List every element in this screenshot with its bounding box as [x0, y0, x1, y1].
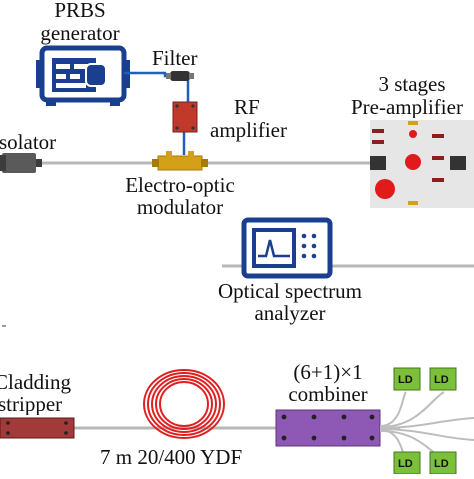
combiner-line2: combiner	[288, 382, 368, 406]
ld-bottom-right-icon: LD	[429, 451, 457, 475]
electro-optic-modulator-label: Electro-optic modulator	[110, 175, 250, 218]
cladding-stripper-icon	[0, 417, 75, 439]
rf-amplifier-icon	[172, 101, 198, 133]
osa-line1: Optical spectrum	[217, 279, 363, 303]
preamplifier-box	[370, 120, 474, 208]
isolator-label: Isolator	[0, 132, 57, 153]
osa-label: Optical spectrum analyzer	[195, 281, 385, 324]
pump-fibers	[379, 391, 474, 461]
eom-line2: modulator	[136, 195, 224, 219]
ld-top-right-icon: LD	[429, 367, 457, 391]
osa-line2: analyzer	[254, 301, 326, 325]
prbs-line1: PRBS	[54, 0, 106, 22]
ld-label: LD	[434, 458, 449, 470]
prbs-to-filter-cable	[124, 71, 170, 78]
prbs-generator-icon	[36, 45, 130, 106]
stripper-line1: Cladding	[0, 372, 71, 394]
isolator-icon	[0, 153, 42, 173]
combiner-icon	[275, 409, 381, 447]
ld-label: LD	[398, 374, 413, 386]
ld-label: LD	[434, 374, 449, 386]
optical-spectrum-analyzer-icon	[241, 217, 333, 279]
ydf-coil-icon	[143, 369, 225, 439]
combiner-label: (6+1)×1 combiner	[270, 362, 386, 405]
rf-line1: RF	[234, 95, 260, 119]
ld-top-left-icon: LD	[393, 367, 421, 391]
filter-icon	[166, 71, 194, 81]
rf-line2: amplifier	[210, 118, 287, 142]
ld-label: LD	[398, 458, 413, 470]
preamp-line1: 3 stages	[378, 74, 446, 96]
ld-bottom-left-icon: LD	[393, 451, 421, 475]
prbs-generator-label: PRBS generator	[30, 0, 130, 44]
eom-line1: Electro-optic	[125, 173, 235, 197]
stripper-line2: stripper	[0, 392, 63, 415]
prbs-line2: generator	[40, 21, 120, 45]
fiber-length-label: 7 m 20/400 YDF	[100, 445, 243, 469]
preamp-line2: Pre-amplifier	[351, 95, 463, 118]
rf-amplifier-label: RF amplifier	[210, 97, 287, 141]
filter-label: Filter	[152, 46, 198, 70]
electro-optic-modulator-icon	[152, 151, 208, 171]
preamplifier-label: 3 stages Pre-amplifier	[350, 74, 474, 118]
combiner-line1: (6+1)×1	[293, 360, 363, 384]
cladding-stripper-label: Cladding stripper	[0, 372, 78, 415]
